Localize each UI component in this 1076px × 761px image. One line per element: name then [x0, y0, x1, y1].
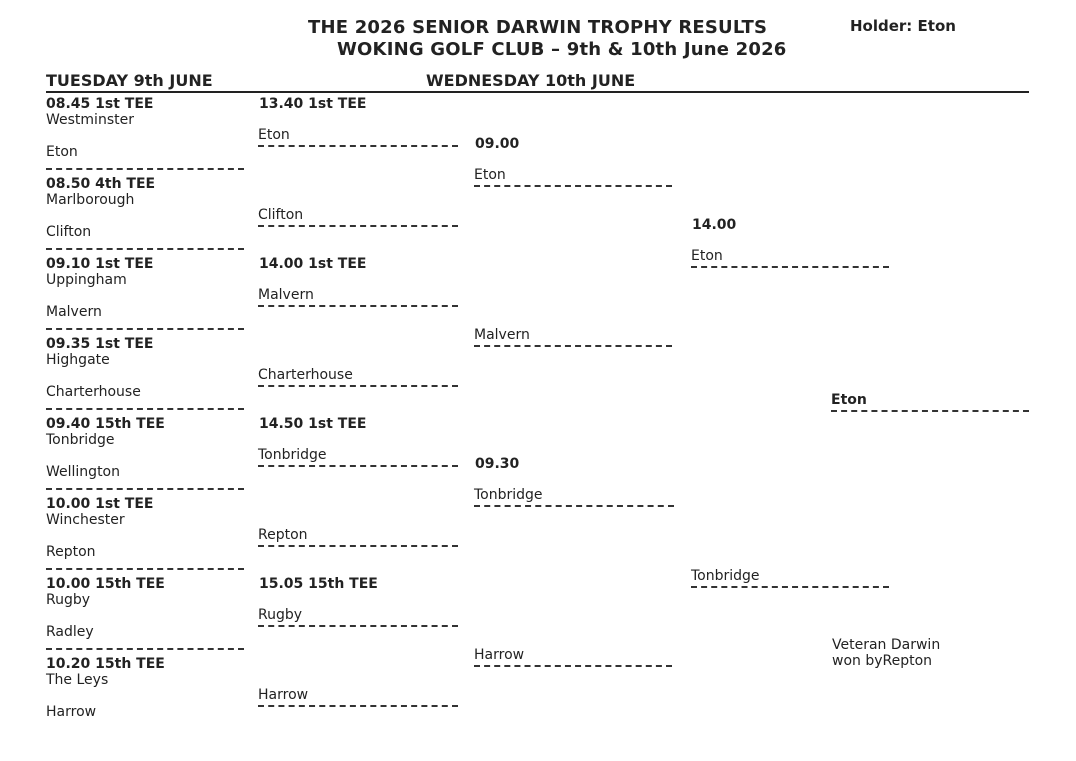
- team-name: Malvern: [46, 304, 102, 320]
- match-time: 09.30: [475, 456, 520, 472]
- match-time: 14.50 1st TEE: [259, 416, 367, 432]
- bracket-slot: Malvern: [258, 288, 458, 307]
- match-time: 14.00 1st TEE: [259, 256, 367, 272]
- match-time: 08.45 1st TEE: [46, 96, 154, 112]
- team-name: Tonbridge: [46, 432, 115, 448]
- bracket-slot: Harrow: [474, 648, 672, 667]
- team-name: The Leys: [46, 672, 109, 688]
- match-divider: [46, 168, 244, 170]
- match-time: 15.05 15th TEE: [259, 576, 378, 592]
- match-time: 08.50 4th TEE: [46, 176, 156, 192]
- team-name: Harrow: [46, 704, 97, 720]
- match-time: 09.00: [475, 136, 520, 152]
- bracket-slot: Harrow: [258, 688, 458, 707]
- match-divider: [46, 328, 244, 330]
- team-name: Eton: [46, 144, 78, 160]
- header-rule: [46, 91, 1029, 93]
- match-divider: [46, 568, 244, 570]
- match-time: 09.40 15th TEE: [46, 416, 165, 432]
- team-name: Highgate: [46, 352, 110, 368]
- day-heading-wednesday: WEDNESDAY 10th JUNE: [426, 71, 636, 90]
- match-divider: [46, 648, 244, 650]
- match-divider: [46, 488, 244, 490]
- bracket-slot: Tonbridge: [474, 488, 674, 507]
- team-name: Westminster: [46, 112, 134, 128]
- holder-label: Holder: Eton: [850, 17, 956, 35]
- bracket-slot: Eton: [691, 249, 889, 268]
- team-name: Radley: [46, 624, 94, 640]
- bracket-slot: Tonbridge: [258, 448, 458, 467]
- bracket-slot: Rugby: [258, 608, 458, 627]
- bracket-slot: Tonbridge: [691, 569, 889, 588]
- team-name: Clifton: [46, 224, 92, 240]
- title-line-2: WOKING GOLF CLUB – 9th & 10th June 2026: [337, 39, 787, 60]
- match-time: 14.00: [692, 217, 737, 233]
- match-divider: [46, 248, 244, 250]
- team-name: Rugby: [46, 592, 91, 608]
- champion-slot: Eton: [831, 393, 1029, 412]
- day-heading-tuesday: TUESDAY 9th JUNE: [46, 71, 213, 90]
- match-time: 10.00 15th TEE: [46, 576, 165, 592]
- match-time: 13.40 1st TEE: [259, 96, 367, 112]
- match-time: 10.20 15th TEE: [46, 656, 165, 672]
- veteran-note-line-1: Veteran Darwin: [832, 637, 941, 653]
- team-name: Wellington: [46, 464, 120, 480]
- team-name: Marlborough: [46, 192, 135, 208]
- bracket-slot: Eton: [474, 168, 672, 187]
- team-name: Uppingham: [46, 272, 127, 288]
- bracket-slot: Eton: [258, 128, 458, 147]
- match-time: 10.00 1st TEE: [46, 496, 154, 512]
- title-line-1: THE 2026 SENIOR DARWIN TROPHY RESULTS: [308, 17, 768, 38]
- match-time: 09.35 1st TEE: [46, 336, 154, 352]
- veteran-note-line-2: won byRepton: [832, 653, 933, 669]
- team-name: Winchester: [46, 512, 125, 528]
- bracket-slot: Repton: [258, 528, 458, 547]
- bracket-slot: Clifton: [258, 208, 458, 227]
- match-divider: [46, 408, 244, 410]
- bracket-slot: Charterhouse: [258, 368, 458, 387]
- team-name: Repton: [46, 544, 96, 560]
- match-time: 09.10 1st TEE: [46, 256, 154, 272]
- team-name: Charterhouse: [46, 384, 141, 400]
- bracket-slot: Malvern: [474, 328, 672, 347]
